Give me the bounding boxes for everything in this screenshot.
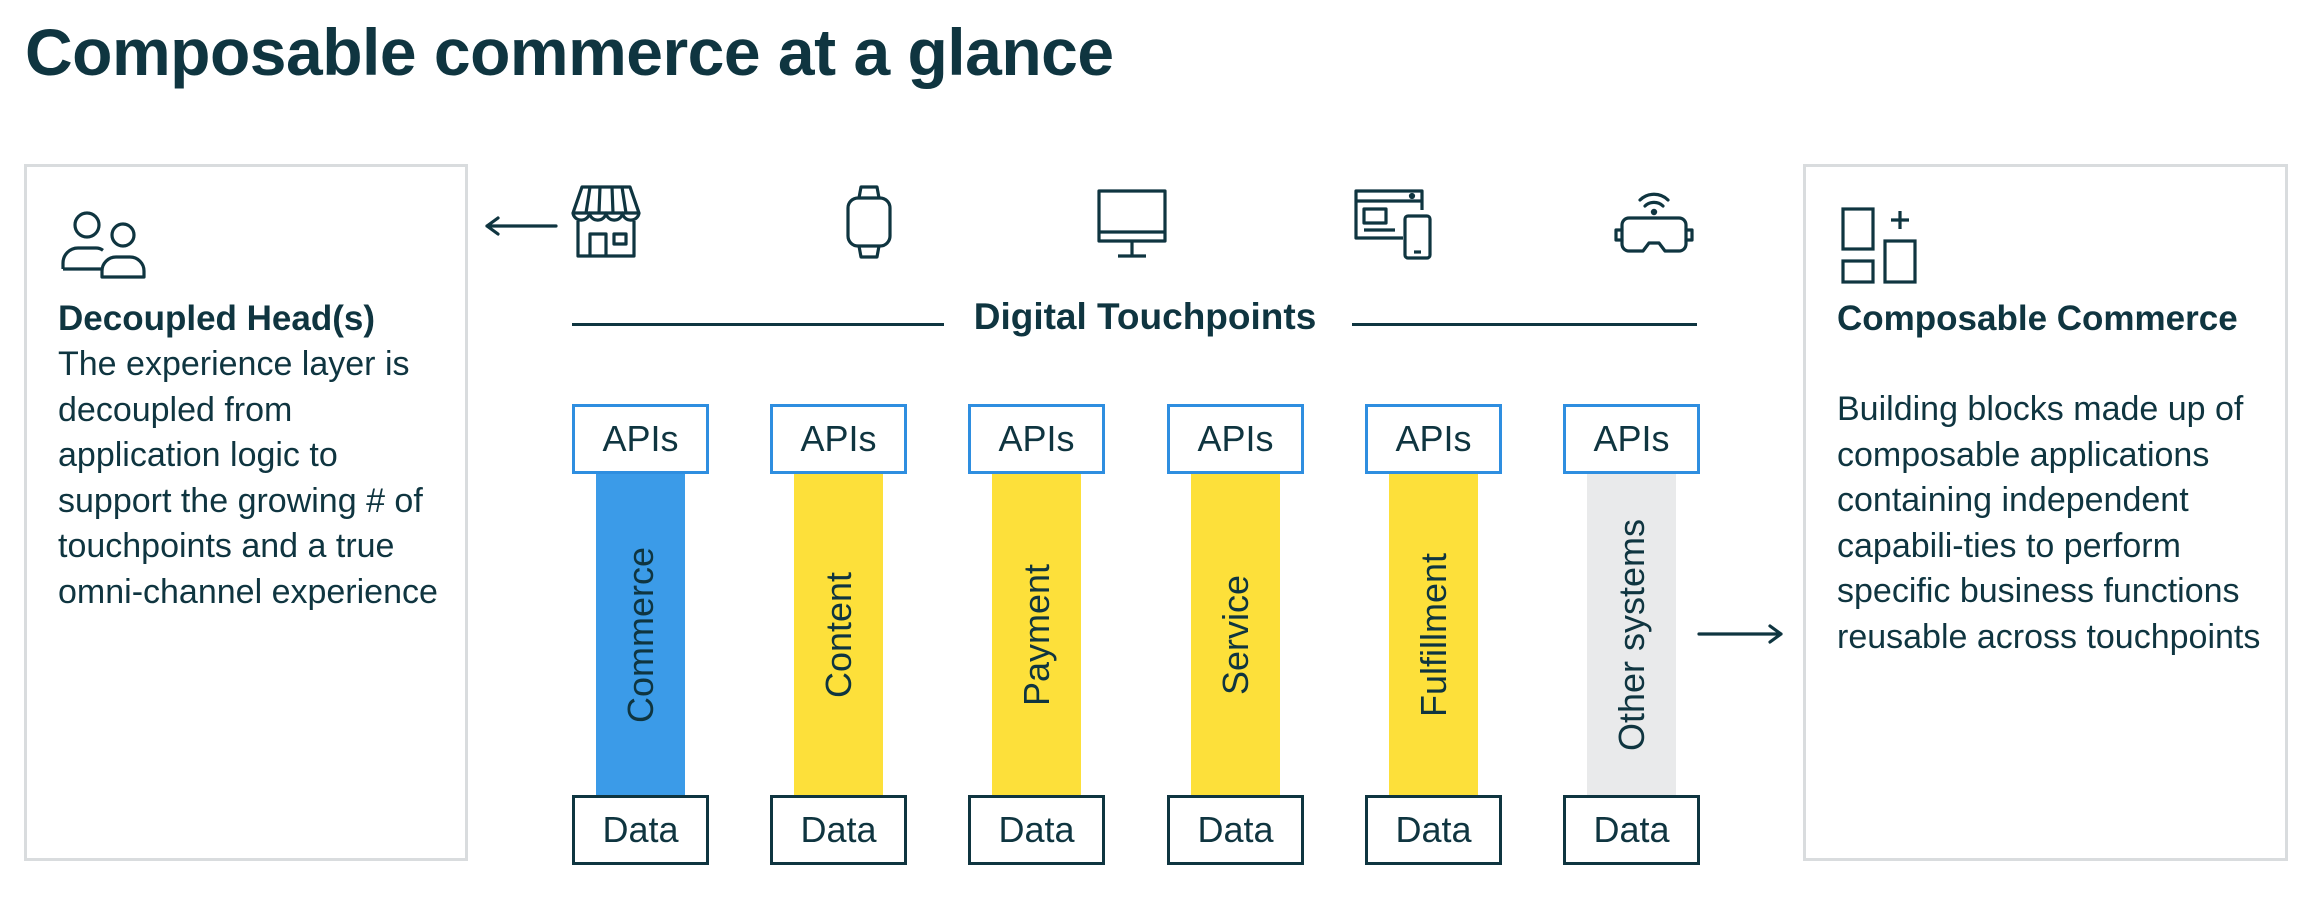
capability-bar-payment: Payment	[992, 474, 1081, 795]
building-blocks-icon	[1841, 207, 1917, 292]
left-panel-heading: Decoupled Head(s)	[58, 299, 375, 338]
capability-label: Content	[817, 571, 859, 698]
data-box: Data	[1563, 795, 1700, 865]
system-column-commerce: APIs Commerce Data	[572, 404, 709, 865]
system-column-fulfillment: APIs Fulfillment Data	[1365, 404, 1502, 865]
capability-label: Service	[1214, 574, 1256, 695]
capability-bar-service: Service	[1191, 474, 1280, 795]
api-box: APIs	[572, 404, 709, 474]
page-title: Composable commerce at a glance	[25, 15, 1114, 89]
api-box: APIs	[968, 404, 1105, 474]
system-column-service: APIs Service Data	[1167, 404, 1304, 865]
api-box: APIs	[770, 404, 907, 474]
capability-bar-fulfillment: Fulfillment	[1389, 474, 1478, 795]
left-panel-text: The experience layer is decoupled from a…	[58, 345, 438, 611]
data-box: Data	[572, 795, 709, 865]
api-box: APIs	[1365, 404, 1502, 474]
api-box: APIs	[1563, 404, 1700, 474]
smartwatch-icon	[844, 184, 894, 265]
arrow-right-icon	[1697, 624, 1785, 649]
decoupled-heads-panel: Decoupled Head(s) The experience layer i…	[24, 164, 468, 861]
composable-commerce-panel: Composable Commerce Building blocks made…	[1803, 164, 2288, 861]
touchpoints-divider-left	[572, 323, 944, 326]
touchpoints-label: Digital Touchpoints	[973, 296, 1317, 337]
data-box: Data	[1167, 795, 1304, 865]
right-panel-heading: Composable Commerce	[1837, 299, 2238, 338]
system-column-content: APIs Content Data	[770, 404, 907, 865]
touchpoints-divider-right	[1352, 323, 1697, 326]
storefront-icon	[570, 184, 642, 265]
arrow-left-icon	[484, 216, 558, 241]
data-box: Data	[770, 795, 907, 865]
capability-label: Other systems	[1610, 518, 1652, 751]
vr-headset-icon	[1613, 188, 1695, 265]
desktop-monitor-icon	[1096, 184, 1168, 265]
right-panel-text: Building blocks made up of composable ap…	[1837, 390, 2261, 656]
system-column-other-systems: APIs Other systems Data	[1563, 404, 1700, 865]
capability-label: Commerce	[619, 546, 661, 723]
capability-label: Payment	[1015, 563, 1057, 706]
capability-bar-commerce: Commerce	[596, 474, 685, 795]
api-box: APIs	[1167, 404, 1304, 474]
web-and-mobile-icon	[1353, 188, 1433, 265]
capability-bar-content: Content	[794, 474, 883, 795]
system-column-payment: APIs Payment Data	[968, 404, 1105, 865]
capability-label: Fulfillment	[1412, 552, 1454, 717]
users-icon	[60, 209, 152, 286]
data-box: Data	[1365, 795, 1502, 865]
capability-bar-other-systems: Other systems	[1587, 474, 1676, 795]
data-box: Data	[968, 795, 1105, 865]
